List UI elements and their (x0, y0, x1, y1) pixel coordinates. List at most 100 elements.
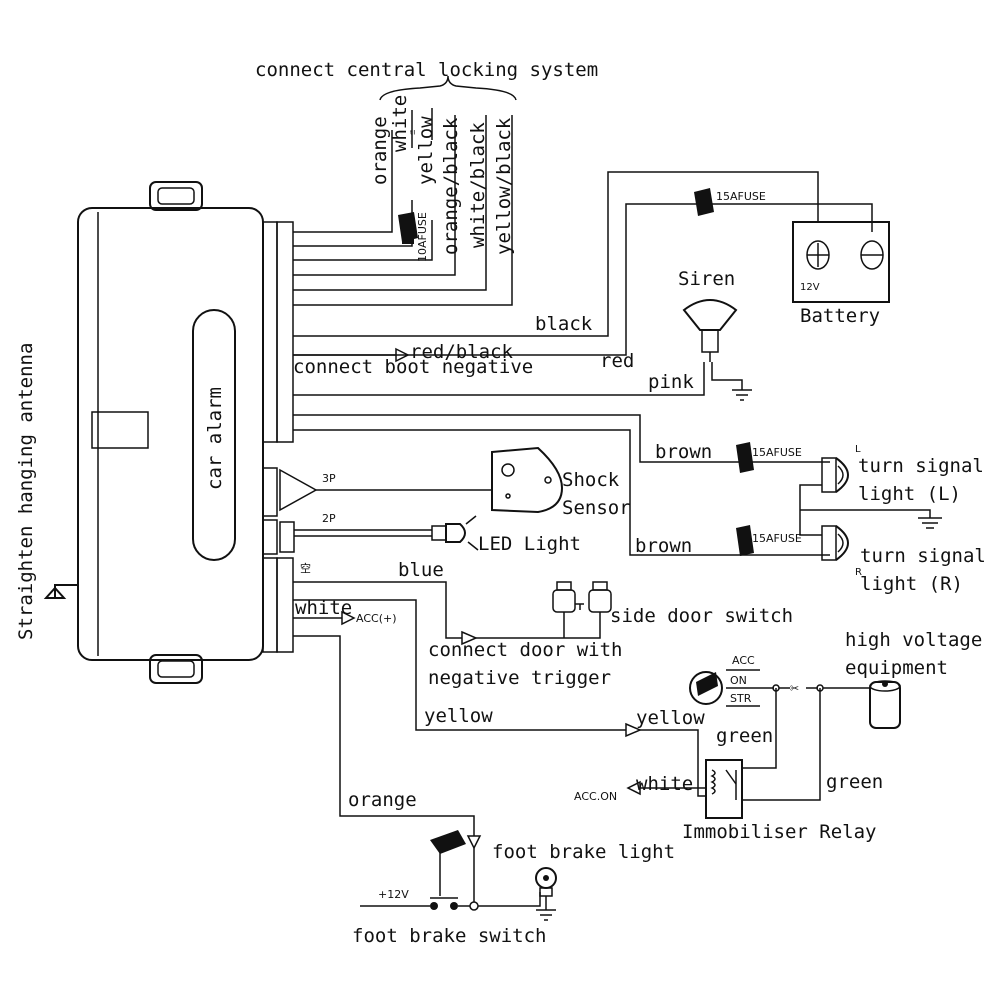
ground-symbol-siren (732, 389, 752, 401)
white-acc-label: white (295, 597, 352, 619)
antenna-label: Straighten hanging antenna (15, 343, 37, 640)
connector-2p-label: 2P (322, 512, 336, 525)
yellow-relay-wire (640, 729, 706, 797)
fuse-15a-right-label: 15AFUSE (752, 532, 802, 545)
battery-label: Battery (800, 305, 880, 327)
immobiliser-relay (705, 759, 743, 819)
turn-signal-right-label-2: light (R) (860, 573, 963, 595)
acc-on-label: ACC.ON (574, 790, 617, 803)
shock-sensor (491, 446, 564, 514)
connector-2p-plug (279, 521, 295, 553)
connector-bottom-housing (262, 557, 278, 653)
turn-signal-right-label-1: turn signal (860, 545, 986, 567)
ignition-switch (689, 671, 723, 705)
door-switch-wires (476, 612, 601, 639)
green-right-wire (742, 688, 821, 801)
wire-yellow-black-label: yellow/black (493, 117, 515, 255)
turn-signal-lamp-left (821, 457, 849, 493)
connector-3p-arrow (279, 468, 318, 512)
shock-sensor-label-1: Shock (562, 469, 620, 491)
white-wire-mark: ᵗᴵ (410, 128, 415, 141)
ground-symbol-lamps (918, 517, 942, 529)
battery-voltage: 12V (800, 282, 820, 293)
siren-ground-wire (711, 362, 743, 390)
green-top-label: green (716, 725, 773, 747)
side-door-switch-a (552, 581, 584, 613)
red-black-wire-label: red/black (410, 341, 514, 363)
green-right-label: green (826, 771, 883, 793)
pink-wire (293, 362, 705, 396)
connector-3p-label: 3P (322, 472, 336, 485)
blue-wire (293, 581, 462, 639)
ignition-on: ON (730, 674, 747, 687)
foot-brake-arrow (466, 835, 482, 850)
shock-sensor-label-2: Sensor (562, 497, 631, 519)
fuse-15a-right (736, 525, 754, 556)
brake-switch-terminal (469, 901, 479, 911)
turn-signal-left-label-1: turn signal (858, 455, 984, 477)
side-door-switch-b (588, 581, 612, 613)
ignition-underlines (726, 669, 760, 707)
lamp-l-marker: L (855, 444, 861, 455)
wire-white-label: white (389, 95, 411, 152)
door-trigger-label-1: connect door with (428, 639, 622, 661)
high-voltage-label-1: high voltage (845, 629, 982, 651)
high-voltage-label-2: equipment (845, 657, 948, 679)
main-connector (262, 221, 294, 443)
title-brace (379, 75, 517, 101)
led-light-label: LED Light (478, 533, 581, 555)
diagram-title: connect central locking system (255, 59, 598, 81)
connector-bottom-plug (276, 557, 294, 653)
side-door-switch-label: side door switch (610, 605, 793, 627)
wire-yellow-label: yellow (415, 116, 437, 185)
brake-pedal (430, 830, 466, 896)
acc-on-arrow (626, 780, 641, 796)
lamp-r-marker: R (855, 567, 862, 578)
brake-switch-contact-a (430, 902, 438, 910)
fuse-10a (398, 212, 418, 244)
led-light (431, 515, 479, 551)
boot-negative-arrow (395, 347, 410, 363)
siren (682, 299, 738, 362)
wire-white-black-label: white/black (467, 122, 489, 248)
connector-empty-label: 空 (300, 561, 311, 575)
cut-mark: ✂ (790, 682, 799, 695)
door-trigger-arrow (461, 630, 478, 646)
brown-bottom-label: brown (635, 535, 692, 557)
battery (792, 221, 890, 303)
brown-top-label: brown (655, 441, 712, 463)
turn-signal-left-label-2: light (L) (858, 483, 961, 505)
fuse-15a-battery (694, 188, 714, 216)
turn-signal-lamp-right (821, 525, 849, 561)
yellow-wire-label: yellow (424, 705, 493, 727)
fuse-15a-left (736, 442, 754, 473)
black-wire (293, 171, 819, 337)
door-trigger-label-2: negative trigger (428, 667, 611, 689)
boot-negative-label: connect boot negative (293, 356, 533, 378)
wire-orange-black-label: orange/black (440, 117, 462, 255)
high-voltage-equipment (869, 680, 901, 729)
plus12v-label: +12V (378, 888, 409, 901)
car-alarm-unit: car alarm (77, 181, 264, 684)
yellow-wire (293, 599, 626, 731)
brake-light-bulb (535, 867, 557, 910)
green-top-wire (742, 688, 777, 769)
lamp-ground-wire (799, 484, 931, 536)
connector-3p-housing (262, 467, 278, 517)
brake-switch-contact-b (450, 902, 458, 910)
black-wire-label: black (535, 313, 593, 335)
red-wire-label: red (600, 350, 634, 372)
acc-plus-label: ACC(+) (356, 612, 397, 625)
orange-wire-label: orange (348, 789, 417, 811)
fuse-15a-battery-label: 15AFUSE (716, 190, 766, 203)
white-relay-label: white (636, 773, 693, 795)
pink-wire-label: pink (648, 371, 694, 393)
ignition-str: STR (730, 692, 752, 705)
siren-label: Siren (678, 268, 735, 290)
connector-2p-housing (262, 519, 278, 555)
fuse-15a-left-label: 15AFUSE (752, 446, 802, 459)
red-wire (293, 203, 873, 356)
yellow-arrow (625, 722, 642, 738)
brown-wire-left (293, 414, 830, 463)
